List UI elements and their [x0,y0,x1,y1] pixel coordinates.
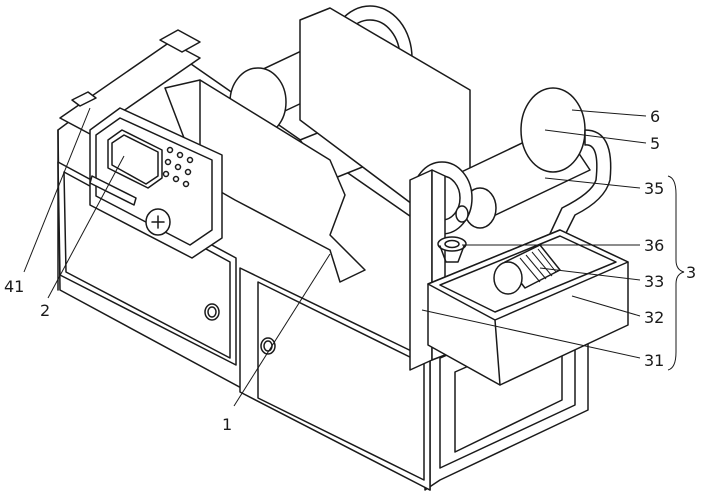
front-roller [454,87,591,229]
callout-1: 1 [222,415,232,434]
control-panel [89,107,223,259]
door-knob-left [204,303,220,321]
callout-6: 6 [650,107,660,126]
motor [493,244,561,295]
leader-lines [23,107,685,407]
callout-31: 31 [644,351,664,370]
top-frame [59,29,201,135]
collection-tank [427,229,629,386]
callout-41: 41 [4,277,24,296]
callout-32: 32 [644,308,664,327]
nozzle-cup [437,236,467,263]
callout-35: 35 [644,179,664,198]
callout-2: 2 [40,301,50,320]
callout-5: 5 [650,134,660,153]
callout-33: 33 [644,272,664,291]
callout-36: 36 [644,236,664,255]
keypad [162,146,194,188]
rotary-knob [145,208,171,236]
callout-3: 3 [686,263,696,282]
callout-labels: 6 5 35 36 33 32 31 3 41 2 1 [4,107,696,434]
